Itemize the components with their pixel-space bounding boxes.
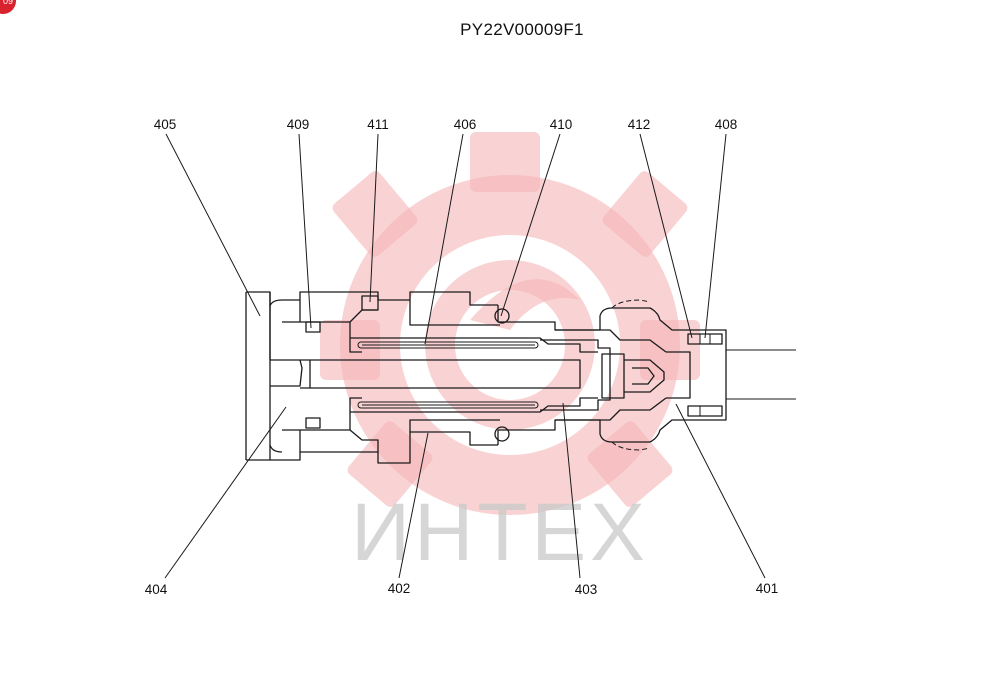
watermark-logo [320,132,700,515]
callout-labels: 405 409 411 406 410 412 408 404 402 403 … [145,117,779,597]
valve-assembly [245,291,796,464]
drawing-code: PY22V00009F1 [460,20,584,39]
part-410-ball-top [494,308,510,324]
callout-410: 410 [550,117,573,132]
callout-405: 405 [154,117,177,132]
watermark-text: ИНТЕХ [351,487,649,578]
part-410-ball-bottom [494,426,510,442]
callout-404: 404 [145,582,168,597]
callout-408: 408 [715,117,738,132]
callout-403: 403 [575,582,598,597]
callout-411: 411 [367,117,389,132]
part-406-spring [357,341,539,409]
leader-lines [164,133,766,579]
callout-401: 401 [756,581,779,596]
part-402-sleeve [300,359,311,389]
part-404-body [269,292,303,387]
callout-402: 402 [388,581,411,596]
callout-409: 409 [287,117,310,132]
part-403-plunger [540,339,611,411]
callout-412: 412 [628,117,651,132]
callout-406: 406 [454,117,477,132]
